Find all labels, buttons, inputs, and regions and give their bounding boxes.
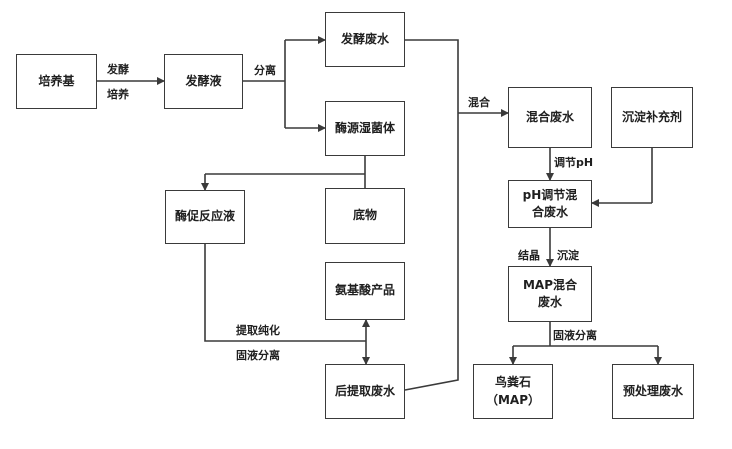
fermentation-wastewater-box: 发酵废水 (325, 12, 405, 67)
mixed-wastewater-box: 混合废水 (508, 87, 592, 148)
ph-adjusted-label-line1: pH调节混 (522, 187, 578, 202)
pretreated-wastewater-box: 预处理废水 (612, 364, 694, 419)
struvite-map-box: 鸟粪石 （MAP） (473, 364, 553, 419)
enzyme-reaction-liquid-label: 酶促反应液 (174, 209, 235, 224)
edge-reaction-to-extraction (204, 244, 366, 342)
enzyme-wet-cells-box: 酶源湿菌体 (325, 101, 405, 156)
label-extract-purify: 提取纯化 (236, 324, 280, 337)
label-crystallize: 结晶 (518, 249, 540, 262)
map-mixed-label-line1: MAP混合 (522, 277, 578, 292)
ph-adjusted-label-line2: 合废水 (531, 205, 568, 219)
amino-acid-product-label: 氨基酸产品 (334, 283, 395, 298)
map-mixed-label-line2: 废水 (537, 295, 562, 309)
culture-medium-box: 培养基 (16, 54, 97, 109)
fermentation-wastewater-label: 发酵废水 (340, 31, 389, 46)
enzyme-wet-cells-label: 酶源湿菌体 (334, 120, 395, 135)
label-mix: 混合 (468, 96, 490, 109)
struvite-label-line1: 鸟粪石 (494, 375, 531, 390)
fermentation-broth-box: 发酵液 (164, 54, 243, 109)
enzyme-reaction-liquid-box: 酶促反应液 (165, 190, 245, 244)
label-separate: 分离 (254, 64, 276, 77)
ph-adjusted-mixed-wastewater-box: pH调节混 合废水 (508, 180, 592, 228)
amino-acid-product-box: 氨基酸产品 (325, 262, 405, 320)
label-adjust-ph: 调节pH (554, 156, 594, 169)
substrate-box: 底物 (325, 188, 405, 244)
label-cultivate: 培养 (107, 88, 129, 101)
pretreated-wastewater-label: 预处理废水 (622, 383, 683, 398)
struvite-label-line2: （MAP） (485, 392, 541, 407)
mixed-wastewater-label: 混合废水 (525, 109, 574, 124)
substrate-label: 底物 (352, 208, 377, 223)
post-extraction-wastewater-box: 后提取废水 (325, 364, 405, 419)
post-extraction-wastewater-label: 后提取废水 (334, 383, 395, 398)
fermentation-broth-label: 发酵液 (185, 73, 222, 88)
label-ferment: 发酵 (107, 63, 129, 76)
culture-medium-label: 培养基 (38, 73, 75, 88)
precipitant-supplement-box: 沉淀补充剂 (611, 87, 693, 148)
map-mixed-wastewater-box: MAP混合 废水 (508, 266, 592, 322)
label-precipitate: 沉淀 (557, 249, 579, 262)
label-solid-liquid-separation-right: 固液分离 (553, 329, 597, 342)
edge-fermentation-wastewater-down (405, 39, 459, 113)
label-solid-liquid-separation-left: 固液分离 (236, 349, 280, 362)
precipitant-supplement-label: 沉淀补充剂 (621, 109, 682, 124)
edge-post-extraction-up (404, 113, 459, 391)
